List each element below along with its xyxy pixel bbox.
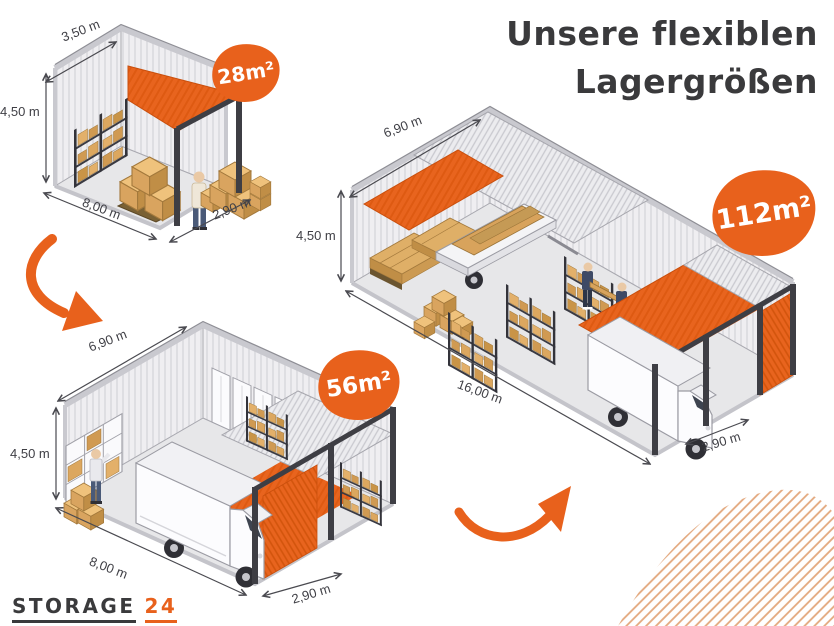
- page-title-line1: Unsere flexiblen: [506, 14, 818, 53]
- size-badge-112-label: 112m²: [713, 190, 814, 236]
- orange-roller-door: [262, 464, 318, 580]
- curved-arrow-up-icon: [454, 486, 571, 542]
- page-title-line2: Lagergrößen: [574, 61, 818, 101]
- unit-112-illustration: [341, 105, 796, 465]
- storage24-logo: STORAGE 24: [12, 594, 178, 623]
- unit-112-dimension-arrows: [341, 120, 748, 464]
- unit-28-dimension-arrows: [44, 42, 250, 242]
- page-title: Unsere flexiblen Lagergrößen: [506, 10, 818, 106]
- dim-label-112-height: 4,50 m: [296, 228, 336, 243]
- trailer: [434, 203, 579, 289]
- dim-label-28-height: 4,50 m: [0, 104, 40, 119]
- size-badge-28-label: 28m²: [215, 56, 277, 90]
- size-badge-56-label: 56m²: [324, 366, 394, 404]
- logo-number-text: 24: [144, 594, 178, 623]
- dim-label-56-height: 4,50 m: [10, 446, 50, 461]
- unit-56-illustration: [56, 320, 396, 597]
- worker-figure: [89, 449, 111, 504]
- unit-28-illustration: [44, 23, 272, 243]
- curved-arrow-down-icon: [25, 234, 103, 331]
- unit-56-dimension-arrows: [56, 327, 341, 596]
- logo-brand-text: STORAGE: [12, 594, 136, 623]
- diagonal-stripes-decoration: [618, 489, 834, 626]
